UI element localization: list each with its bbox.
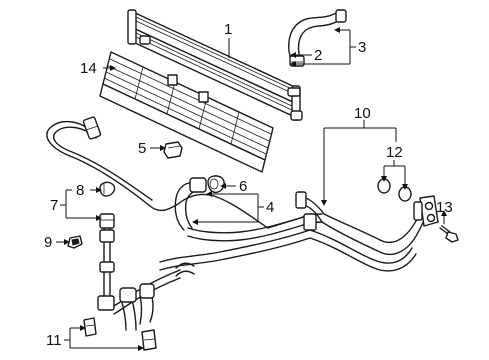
small-clip xyxy=(67,235,83,249)
callout-7: 7 xyxy=(50,197,58,214)
bracket-clip-left xyxy=(83,317,97,337)
cooler-shroud xyxy=(99,51,274,173)
callout-3: 3 xyxy=(358,39,366,56)
leader-lines xyxy=(56,27,447,351)
line-cap xyxy=(99,181,116,197)
callout-9: 9 xyxy=(44,234,52,251)
callout-10: 10 xyxy=(354,105,371,122)
mounting-clip xyxy=(163,141,183,159)
callout-1: 1 xyxy=(224,21,232,38)
cooler-line-assembly xyxy=(159,191,439,272)
callout-13: 13 xyxy=(436,199,453,216)
coolant-tube-left xyxy=(46,116,311,229)
hose-grommet xyxy=(207,175,225,194)
callout-12: 12 xyxy=(386,144,403,161)
cooler-hose xyxy=(174,177,323,242)
o-rings xyxy=(377,178,412,202)
line-fitting xyxy=(99,213,115,229)
bracket-clip-right xyxy=(141,329,157,351)
callout-2: 2 xyxy=(314,47,322,64)
callout-4: 4 xyxy=(266,199,274,216)
oil-cooler xyxy=(127,9,303,121)
lower-cooler-lines xyxy=(97,221,195,331)
callout-11: 11 xyxy=(46,332,62,349)
mounting-bolt xyxy=(439,225,459,243)
callout-14: 14 xyxy=(80,60,97,77)
callout-6: 6 xyxy=(239,178,247,195)
callout-5: 5 xyxy=(138,140,146,157)
callout-8: 8 xyxy=(76,182,84,199)
callout-labels: 1 2 3 14 5 6 4 10 12 13 8 7 9 11 xyxy=(44,21,453,349)
